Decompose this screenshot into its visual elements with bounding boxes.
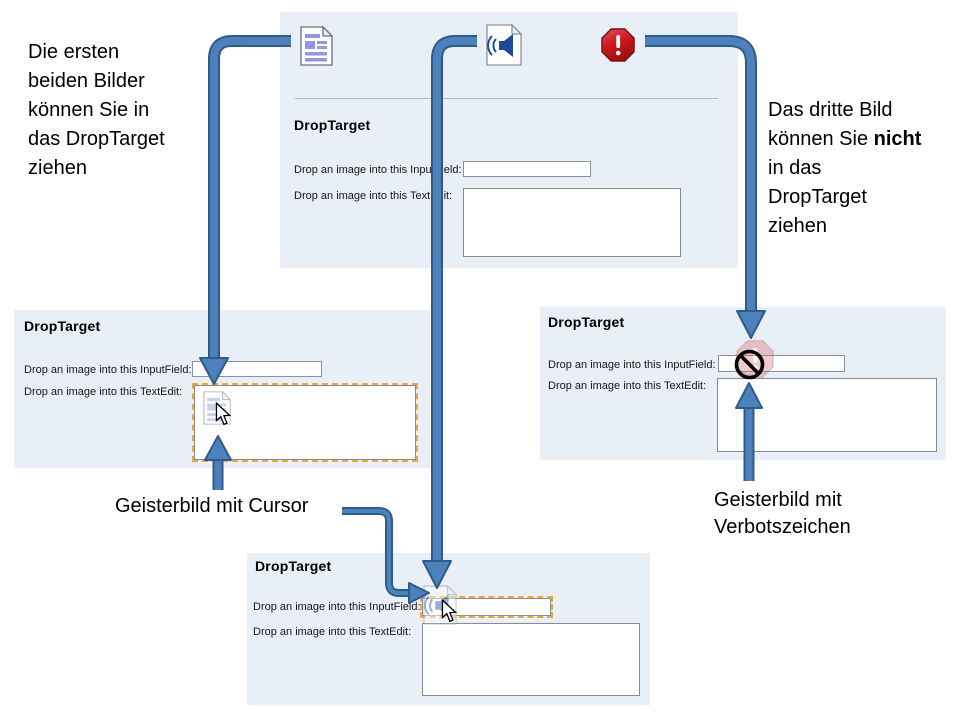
stop-error-icon[interactable] (601, 28, 635, 62)
inputfield[interactable] (192, 361, 322, 377)
textedit-label: Drop an image into this TextEdit: (253, 626, 412, 638)
inputfield-label: Drop an image into this InputField: (548, 359, 716, 371)
drop-panel-forbidden: DropTarget Drop an image into this Input… (540, 307, 946, 460)
no-drop-icon (734, 349, 765, 380)
mouse-cursor-icon (441, 599, 457, 623)
textedit[interactable] (422, 623, 640, 696)
inputfield[interactable] (463, 161, 591, 177)
audio-file-icon[interactable] (486, 24, 522, 66)
left-note: Die ersten beiden Bilder können Sie in d… (28, 41, 165, 179)
textedit-label: Drop an image into this TextEdit: (294, 190, 453, 202)
drop-panel-textedit: DropTarget Drop an image into this Input… (14, 310, 430, 468)
textedit[interactable] (463, 188, 681, 257)
right-note-bold: nicht (873, 128, 922, 150)
document-file-icon[interactable] (300, 26, 333, 66)
panel-separator (295, 98, 718, 99)
textedit-drop-highlight[interactable] (192, 383, 418, 462)
panel-title: DropTarget (294, 117, 371, 133)
inputfield[interactable] (718, 355, 845, 372)
inputfield-label: Drop an image into this InputField: (253, 601, 421, 613)
mouse-cursor-icon (215, 402, 231, 426)
ghost-cursor-label: Geisterbild mit Cursor (115, 495, 309, 517)
panel-title: DropTarget (255, 558, 332, 574)
inputfield-label: Drop an image into this InputField: (294, 164, 462, 176)
source-panel: DropTarget Drop an image into this Input… (280, 12, 738, 268)
panel-title: DropTarget (548, 314, 625, 330)
textedit[interactable] (717, 378, 937, 452)
ghost-forbidden-label: Geisterbild mit Verbotszeichen (714, 489, 851, 538)
textedit-label: Drop an image into this TextEdit: (548, 380, 707, 392)
right-note: Das dritte Bild können Sie nicht in das … (768, 96, 958, 241)
textedit-label: Drop an image into this TextEdit: (24, 386, 183, 398)
inputfield-label: Drop an image into this InputField: (24, 364, 192, 376)
drop-panel-inputfield: DropTarget Drop an image into this Input… (247, 553, 650, 705)
panel-title: DropTarget (24, 318, 101, 334)
right-note-part2: in das DropTarget ziehen (768, 157, 867, 237)
right-note-part1: Das dritte Bild können Sie (768, 99, 893, 150)
